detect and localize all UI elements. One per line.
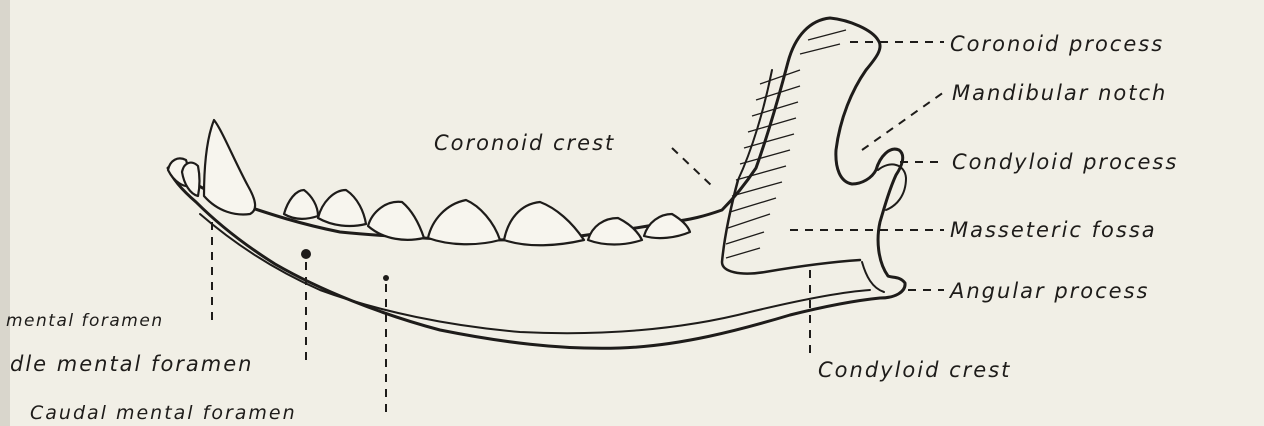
middle-mental-foramen-mark (301, 249, 311, 259)
caudal-mental-foramen-mark (383, 275, 389, 281)
page-edge (0, 0, 10, 426)
label-caudal-mental-foramen: Caudal mental foramen (30, 404, 297, 423)
molar-carnassial (504, 202, 584, 245)
label-mandibular-notch: Mandibular notch (952, 83, 1167, 104)
label-middle-mental-foramen: dle mental foramen (10, 354, 254, 375)
label-coronoid-process: Coronoid process (950, 34, 1164, 55)
molar-3 (644, 214, 690, 238)
molar-2 (588, 218, 642, 245)
canine-tooth (204, 120, 255, 214)
leader-mandibular-notch (862, 92, 944, 150)
masseteric-fossa-border (722, 180, 860, 274)
premolar-4 (428, 200, 500, 244)
leader-coronoid-crest (672, 148, 712, 186)
label-rostral-mental-foramen: mental foramen (6, 313, 164, 330)
premolar-1 (284, 190, 318, 219)
label-masseteric-fossa: Masseteric fossa (950, 220, 1157, 241)
premolar-2 (318, 190, 366, 226)
angular-process-detail (862, 262, 884, 292)
label-angular-process: Angular process (950, 281, 1150, 302)
mandible-outline (168, 18, 905, 348)
label-condyloid-crest: Condyloid crest (818, 360, 1011, 381)
label-condyloid-process: Condyloid process (952, 152, 1178, 173)
label-coronoid-crest: Coronoid crest (434, 133, 615, 154)
